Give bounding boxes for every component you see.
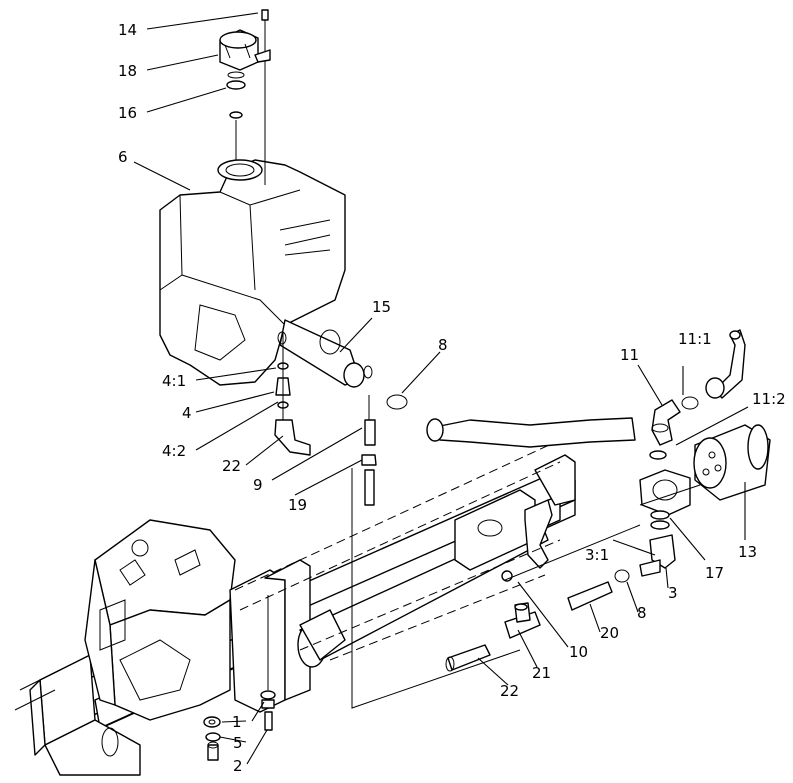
callout-22-upper: 22 bbox=[222, 457, 241, 475]
callout-13: 13 bbox=[738, 543, 757, 561]
callout-4-1: 4:1 bbox=[162, 372, 186, 390]
callout-21: 21 bbox=[532, 664, 551, 682]
callout-22-lower: 22 bbox=[500, 682, 519, 700]
fuel-hoses bbox=[386, 329, 746, 448]
mount-hardware bbox=[203, 595, 276, 761]
callout-11: 11 bbox=[620, 346, 639, 364]
callout-8-upper: 8 bbox=[438, 336, 448, 354]
callout-20: 20 bbox=[600, 624, 619, 642]
callout-labels: 14 18 16 6 15 8 4:1 4 4:2 22 9 19 11 11:… bbox=[118, 21, 786, 775]
callout-19: 19 bbox=[288, 496, 307, 514]
callout-15: 15 bbox=[372, 298, 391, 316]
callout-9: 9 bbox=[253, 476, 263, 494]
callout-18: 18 bbox=[118, 62, 137, 80]
callout-6: 6 bbox=[118, 148, 128, 166]
fuel-tank bbox=[159, 159, 373, 388]
callout-2: 2 bbox=[233, 757, 243, 775]
callout-3: 3 bbox=[668, 584, 678, 602]
callout-4: 4 bbox=[182, 404, 192, 422]
callout-11-1: 11:1 bbox=[678, 330, 712, 348]
chassis-frame bbox=[14, 439, 576, 776]
callout-5: 5 bbox=[233, 734, 243, 752]
callout-4-2: 4:2 bbox=[162, 442, 186, 460]
callout-17: 17 bbox=[705, 564, 724, 582]
filter-assembly bbox=[445, 399, 771, 672]
callout-14: 14 bbox=[118, 21, 137, 39]
leader-lines bbox=[133, 12, 749, 765]
callout-3-1: 3:1 bbox=[585, 546, 609, 564]
callout-11-2: 11:2 bbox=[752, 390, 786, 408]
left-fittings bbox=[274, 330, 521, 709]
callout-16: 16 bbox=[118, 104, 137, 122]
fuel-cap-assembly bbox=[219, 9, 271, 185]
callout-8-lower: 8 bbox=[637, 604, 647, 622]
callout-10: 10 bbox=[569, 643, 588, 661]
callout-1: 1 bbox=[232, 713, 242, 731]
